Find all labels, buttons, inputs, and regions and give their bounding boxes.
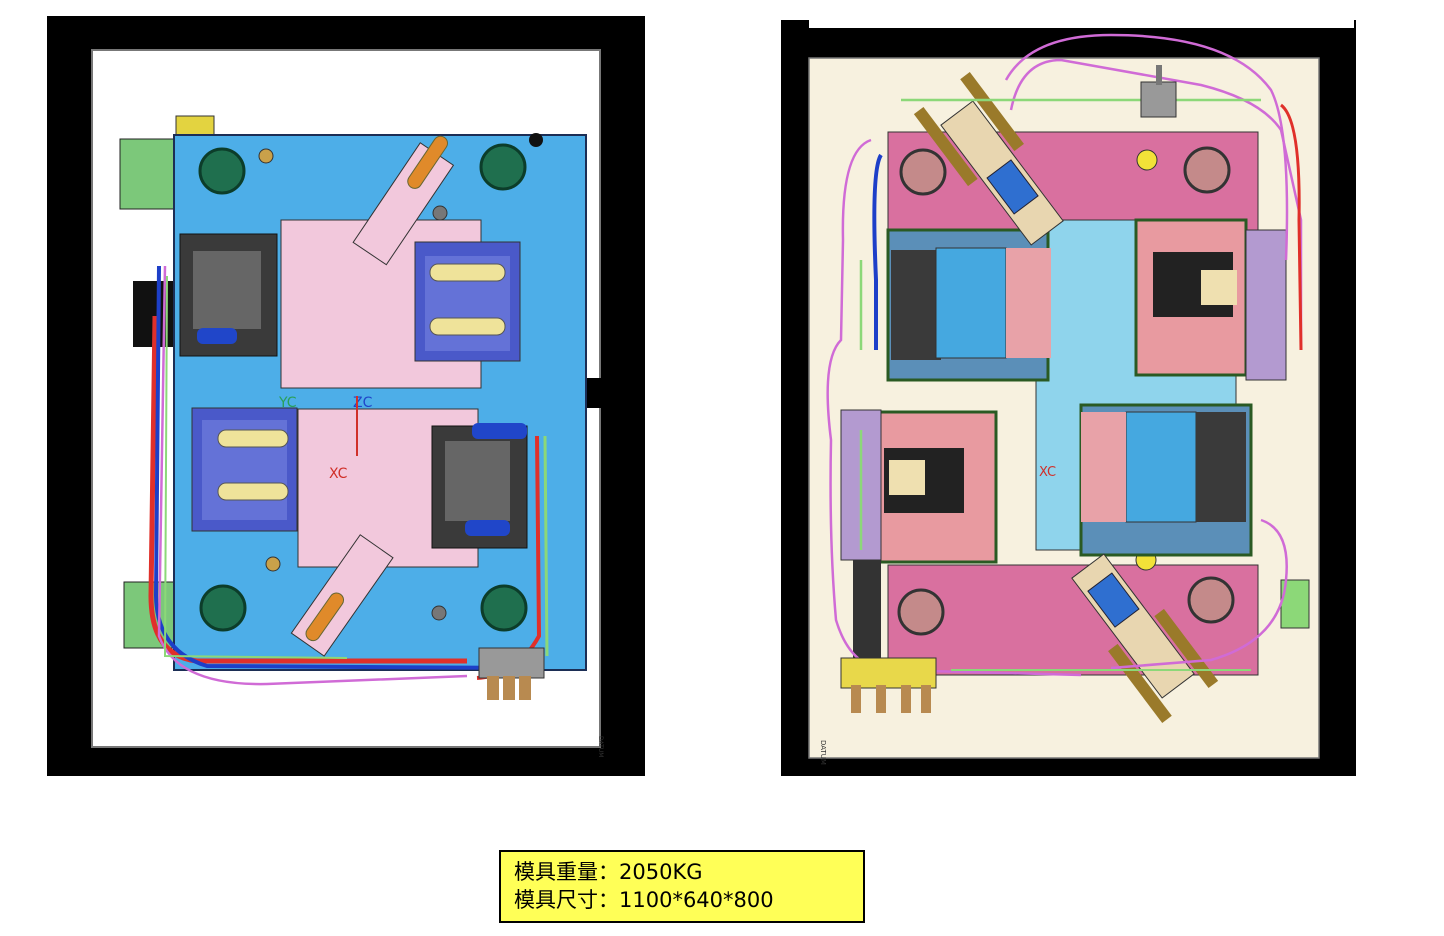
green-block	[119, 138, 176, 210]
mold-weight-text: 模具重量：2050KG	[514, 860, 703, 884]
axis-label-zc: ZC	[353, 395, 373, 411]
axis-label-yc: YC	[278, 395, 297, 411]
mold-size-text: 模具尺寸：1100*640*800	[514, 888, 774, 912]
mold-image-left: YC ZC XC DATUM	[47, 16, 645, 776]
axis-label-xc: XC	[329, 466, 348, 482]
axis-label-xc: XC	[1039, 465, 1056, 480]
spec-box: 模具重量：2050KG 模具尺寸：1100*640*800	[499, 850, 865, 923]
datum-label: DATUM	[597, 736, 604, 757]
mold-image-right: XC DATUM	[781, 20, 1356, 776]
datum-label: DATUM	[819, 740, 827, 765]
